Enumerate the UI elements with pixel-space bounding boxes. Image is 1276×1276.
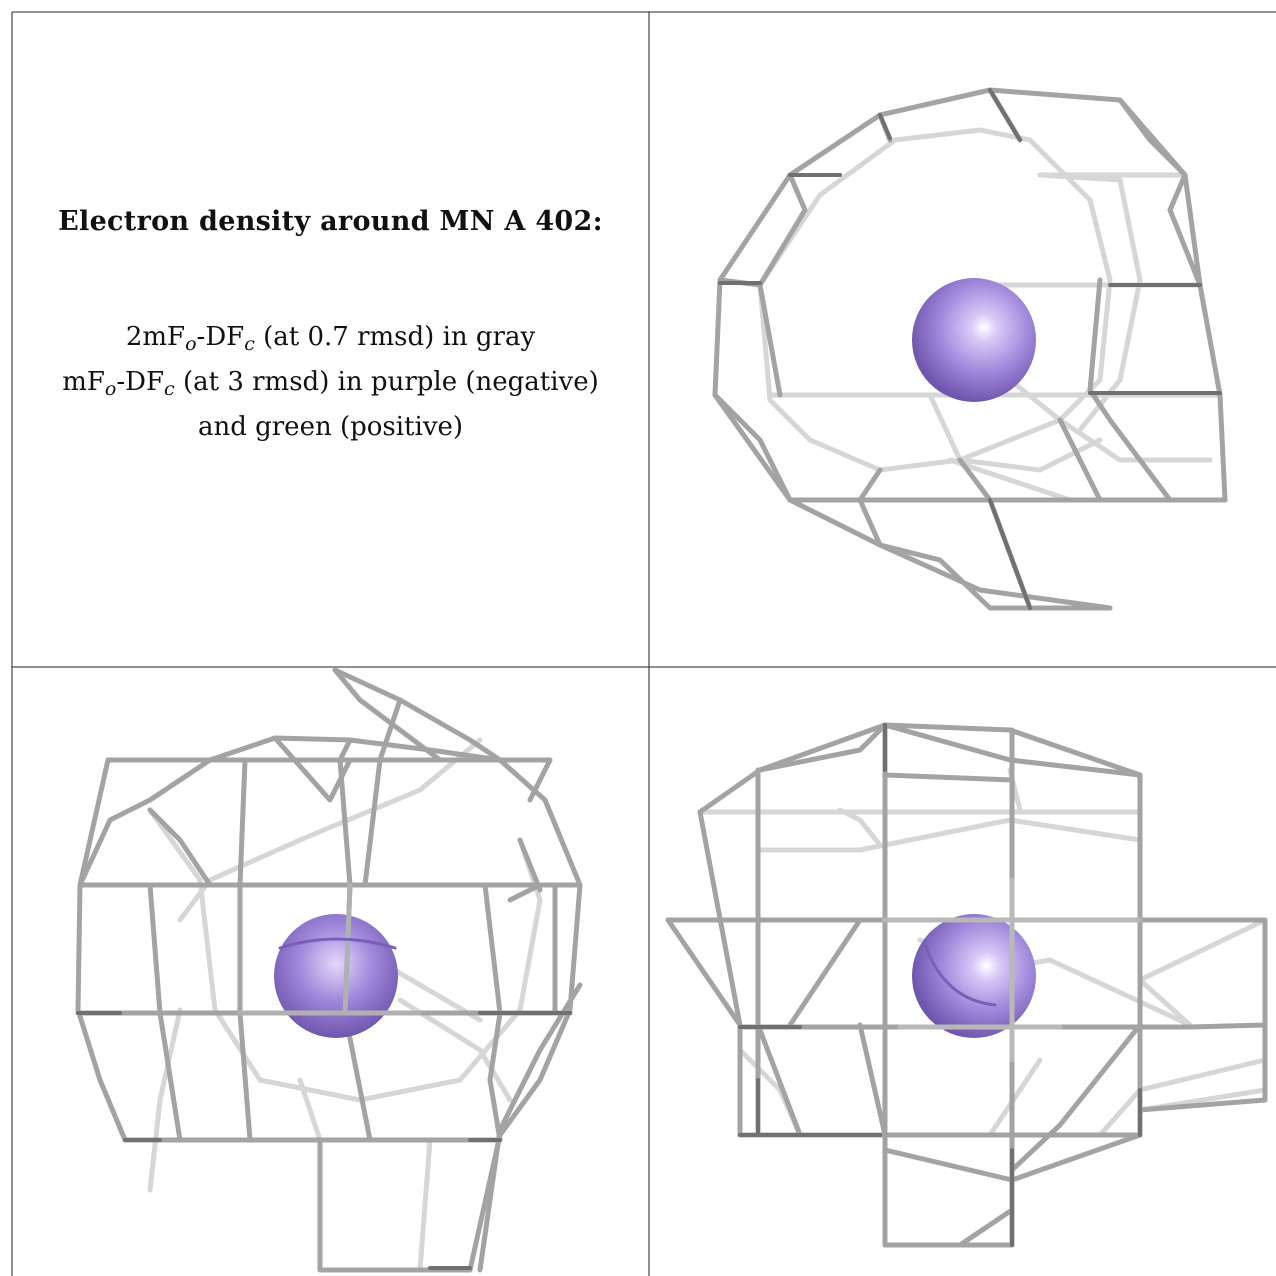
density-view-3: [665, 722, 1268, 1248]
map1-sub-c: c: [244, 333, 255, 355]
mesh-2fofc-view-3: [665, 722, 1268, 1248]
caption-title: Electron density around MN A 402:: [58, 206, 603, 237]
caption-panel: Electron density around MN A 402: 2mFo-D…: [12, 12, 649, 667]
map2-middle: -DF: [116, 367, 165, 397]
caption-legend: 2mFo-DFc (at 0.7 rmsd) in gray mFo-DFc (…: [12, 318, 649, 446]
mn-ion-sphere: [912, 278, 1036, 402]
mesh-front-view-3: [882, 877, 1143, 1063]
mn-ion-sphere-3: [912, 914, 1036, 1038]
mesh-2fofc-view-1: [712, 87, 1228, 611]
map1-suffix: (at 0.7 rmsd) in gray: [254, 322, 536, 352]
map2-sub-c: c: [164, 378, 175, 400]
legend-line-colors: and green (positive): [197, 412, 464, 442]
legend-line-2fofc: 2mFo-DFc (at 0.7 rmsd) in gray: [12, 318, 649, 363]
map2-sub-o: o: [104, 378, 117, 400]
density-view-1: [712, 87, 1228, 611]
mesh-front-view-2: [237, 882, 423, 1016]
density-view-2: [75, 668, 583, 1273]
map1-sub-o: o: [185, 333, 197, 355]
map2-prefix: mF: [62, 367, 105, 397]
map2-suffix: (at 3 rmsd) in purple (negative): [174, 367, 599, 397]
mn-ion-sphere-2: [274, 914, 398, 1038]
map1-prefix: 2mF: [125, 322, 186, 352]
legend-line-fofc: mFo-DFc (at 3 rmsd) in purple (negative): [12, 363, 649, 408]
map1-middle: -DF: [196, 322, 245, 352]
